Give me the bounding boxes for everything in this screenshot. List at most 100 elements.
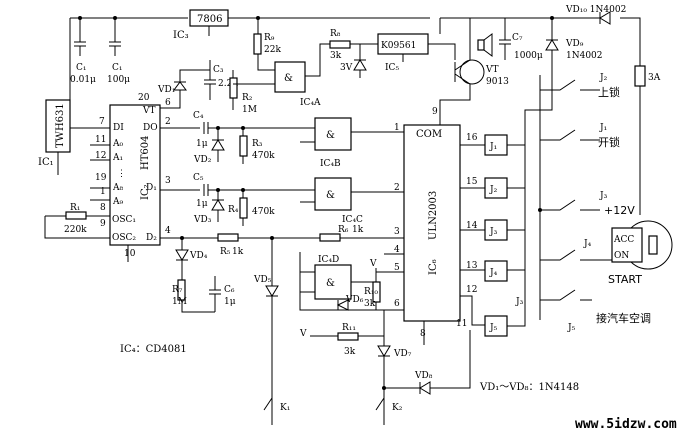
svg-text:J₃: J₃ — [515, 297, 524, 307]
svg-text:J₁: J₁ — [489, 142, 497, 152]
svg-text:12: 12 — [466, 285, 477, 295]
svg-text:IC₁: IC₁ — [38, 157, 54, 168]
vt-transistor — [459, 59, 485, 85]
svg-text:R₂: R₂ — [242, 93, 253, 103]
r6-resistor — [319, 233, 341, 242]
svg-text:J₃: J₃ — [489, 227, 498, 237]
c4-cap — [195, 122, 310, 134]
r8-resistor — [329, 40, 351, 49]
svg-text:9: 9 — [432, 107, 438, 117]
c1-cap — [74, 18, 86, 56]
svg-text:V: V — [369, 259, 377, 269]
svg-text:VD₇: VD₇ — [393, 349, 412, 359]
svg-text:J₅: J₅ — [489, 323, 498, 333]
svg-text:8: 8 — [100, 203, 106, 213]
svg-text:COM: COM — [416, 129, 442, 140]
svg-text:VT: VT — [142, 106, 156, 116]
svg-text:A₁: A₁ — [112, 153, 123, 163]
svg-text:J₅: J₅ — [567, 323, 576, 333]
svg-text:R₈: R₈ — [330, 29, 341, 39]
svg-text:VD₁: VD₁ — [157, 85, 175, 95]
svg-text:14: 14 — [466, 221, 478, 231]
svg-text:DO: DO — [143, 123, 158, 133]
svg-text:IC₄C: IC₄C — [342, 215, 363, 225]
gate-ic4d — [314, 264, 352, 300]
svg-text:&: & — [326, 190, 335, 201]
r11-resistor — [337, 332, 359, 341]
svg-text:K₁: K₁ — [280, 403, 290, 413]
svg-text:J₃: J₃ — [599, 191, 608, 201]
svg-text:OSC₁: OSC₁ — [112, 215, 136, 225]
k2-switch[interactable] — [375, 397, 385, 425]
zener-diode — [353, 59, 367, 71]
ic3-name: 7806 — [197, 14, 222, 25]
ic4-note: IC₄：CD4081 — [120, 344, 187, 355]
svg-text:220k: 220k — [64, 225, 87, 235]
ignition-key-block — [611, 227, 643, 263]
svg-text:K₂: K₂ — [392, 403, 403, 413]
svg-text:2: 2 — [165, 117, 171, 127]
svg-text:HT604: HT604 — [140, 136, 151, 170]
svg-text:3V: 3V — [340, 63, 353, 73]
c1b-cap — [109, 18, 121, 56]
r2-resistor — [229, 77, 238, 99]
svg-text:6: 6 — [394, 299, 400, 309]
ic3-ref: IC₃ — [173, 30, 189, 41]
contact-j5 — [540, 289, 592, 301]
svg-text:R₁₁: R₁₁ — [342, 323, 356, 333]
contact-j4 — [540, 249, 620, 261]
svg-text:3k: 3k — [344, 347, 356, 357]
svg-text:OSC₂: OSC₂ — [112, 233, 136, 243]
svg-text:7: 7 — [99, 117, 105, 127]
svg-text:1: 1 — [100, 187, 106, 197]
svg-text:VT: VT — [485, 65, 499, 75]
svg-text:VD₁₀ 1N4002: VD₁₀ 1N4002 — [565, 5, 626, 15]
svg-text:上锁: 上锁 — [598, 85, 620, 99]
svg-text:R₁₀: R₁₀ — [364, 287, 378, 297]
svg-text:VD₃: VD₃ — [193, 215, 212, 225]
vd3-diode — [211, 199, 225, 211]
svg-text:A₈: A₈ — [112, 183, 123, 193]
svg-text:C₅: C₅ — [193, 173, 204, 183]
k1-switch[interactable] — [263, 397, 273, 425]
svg-text:2: 2 — [394, 183, 400, 193]
contact-j3 — [540, 199, 600, 211]
contact-j2 — [539, 75, 600, 320]
vd8-diode — [419, 381, 431, 395]
vd2-diode — [211, 139, 225, 151]
svg-text:J₂: J₂ — [599, 73, 608, 83]
svg-text:⋮: ⋮ — [117, 169, 126, 179]
r4-resistor — [239, 197, 248, 219]
svg-text:C₃: C₃ — [213, 65, 224, 75]
svg-text:R₅: R₅ — [220, 247, 231, 257]
c6-cap — [209, 276, 221, 312]
svg-text:1μ: 1μ — [196, 199, 208, 209]
svg-text:1M: 1M — [242, 105, 257, 115]
svg-text:C₄: C₄ — [193, 111, 204, 121]
svg-text:1μ: 1μ — [196, 139, 208, 149]
svg-text:3k: 3k — [330, 51, 342, 61]
svg-text:TWH631: TWH631 — [55, 103, 66, 148]
svg-text:C₁: C₁ — [112, 63, 123, 73]
svg-text:IC₆: IC₆ — [428, 259, 439, 275]
gate-ic4b — [314, 117, 352, 151]
svg-text:开锁: 开锁 — [598, 135, 620, 149]
svg-text:R₉: R₉ — [264, 33, 275, 43]
ic6-uln2003 — [403, 124, 461, 322]
svg-text:10: 10 — [124, 249, 136, 259]
svg-text:+12V: +12V — [604, 204, 635, 217]
svg-text:13: 13 — [466, 261, 478, 271]
svg-text:IC₄B: IC₄B — [320, 159, 341, 169]
vd1-diode — [173, 81, 187, 91]
c5-cap — [195, 184, 310, 196]
svg-text:IC₄D: IC₄D — [318, 255, 339, 265]
svg-text:1k: 1k — [352, 225, 364, 235]
svg-text:8: 8 — [420, 329, 426, 339]
svg-text:VD₄: VD₄ — [189, 251, 208, 261]
svg-text:22k: 22k — [264, 45, 281, 55]
svg-text:C₆: C₆ — [224, 285, 235, 295]
svg-text:V: V — [299, 329, 307, 339]
svg-text:6: 6 — [165, 98, 171, 108]
svg-text:J₁: J₁ — [599, 123, 607, 133]
